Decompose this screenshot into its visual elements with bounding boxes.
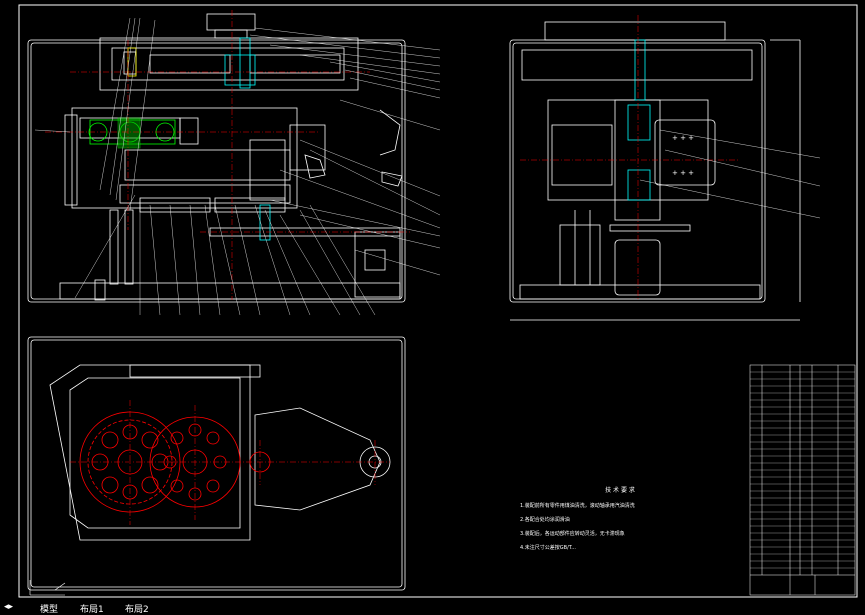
ucs-icon [29, 580, 66, 596]
bom-rows [750, 371, 855, 569]
svg-text:+ + +: + + + [672, 169, 694, 177]
front-view [27, 13, 406, 303]
front-view-leaders [34, 17, 441, 316]
side-view-leaders [639, 129, 821, 219]
bom-table [749, 364, 856, 596]
layout-tabs: ◂▸ 模型 布局1 布局2 [0, 600, 865, 615]
technical-requirements: 技 术 要 求 1.装配前所有零件用煤油清洗，滚动轴承用汽油清洗 2.各配合处均… [520, 485, 720, 558]
tech-notes-heading: 技 术 要 求 [605, 487, 635, 494]
top-view-centerlines [70, 400, 390, 525]
tech-note-line: 1.装配前所有零件用煤油清洗，滚动轴承用汽油清洗 [520, 503, 635, 509]
tab-nav-arrows[interactable]: ◂▸ [4, 602, 14, 612]
tech-note-line: 2.各配合处均涂润滑油 [520, 517, 570, 523]
svg-text:+ + +: + + + [672, 134, 694, 142]
side-view [509, 21, 801, 321]
tech-note-line: 4.未注尺寸公差按GB/T... [520, 545, 576, 551]
tab-layout1[interactable]: 布局1 [80, 605, 104, 615]
front-view-centerlines [45, 10, 410, 300]
drawing-border [18, 4, 858, 598]
tech-note-line: 3.装配后，各运动部件应转动灵活，无卡滞现象 [520, 531, 625, 537]
tab-layout2[interactable]: 布局2 [125, 605, 149, 615]
side-view-centerlines [520, 15, 740, 300]
tab-model[interactable]: 模型 [40, 605, 59, 615]
top-view [27, 336, 406, 591]
side-view-details: + + + + + + [627, 39, 694, 201]
